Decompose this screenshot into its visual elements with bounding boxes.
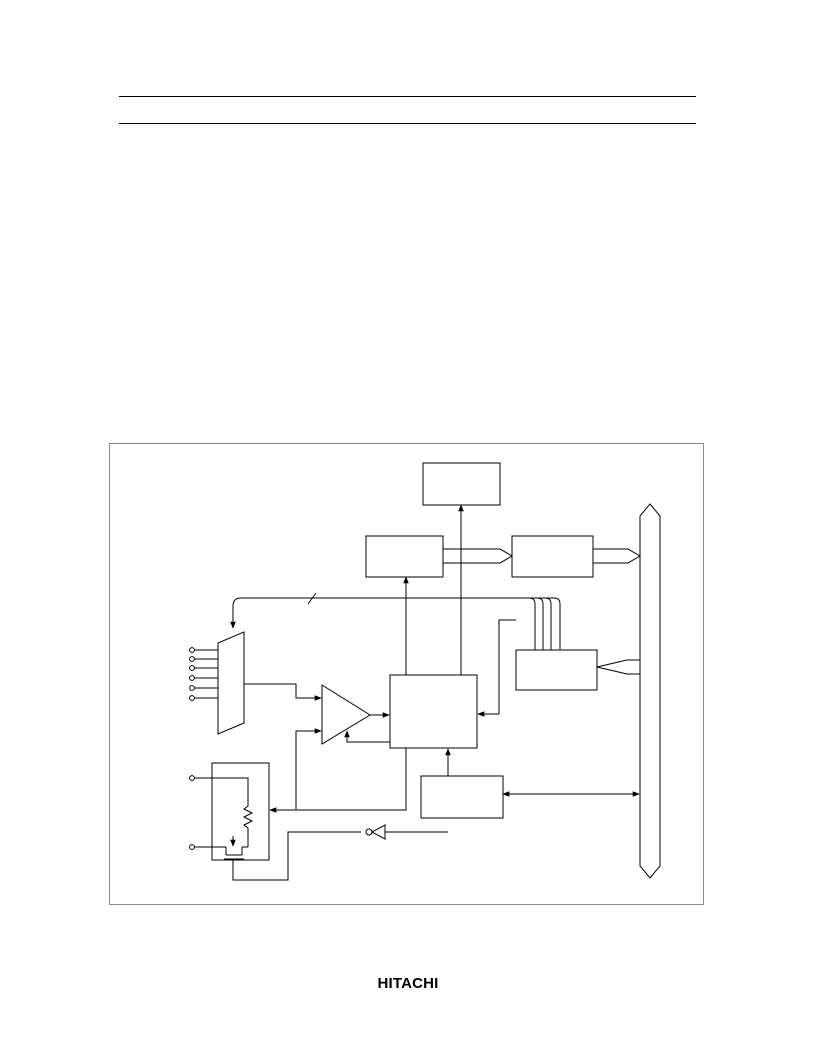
internal-bus [639, 503, 661, 879]
ref-line-top [194, 777, 249, 796]
block-register-right [511, 535, 594, 578]
header-rule-top [119, 96, 696, 97]
block-control-circuit [389, 674, 478, 749]
bus-arrow-bus-to-control [596, 659, 640, 675]
select-line-2-corner [544, 597, 552, 605]
line-control-to-ladder [269, 748, 407, 813]
bus-arrow-reg-right-to-bus [593, 548, 641, 564]
reference-ladder-box [211, 762, 270, 861]
block-bus-interface [420, 775, 504, 819]
inverter-bubble [365, 828, 373, 836]
reference-switch [224, 831, 361, 881]
select-line-3-corner [536, 597, 544, 605]
bus-arrow-reg-left-to-right [443, 548, 513, 564]
line-control-to-comparator [344, 730, 390, 743]
hitachi-logo: HITACHI [377, 975, 439, 992]
figure-frame [109, 443, 704, 905]
select-line-4-corner [528, 597, 536, 605]
block-register-left [365, 535, 444, 578]
analog-input-terminals [189, 647, 218, 701]
comparator [321, 684, 371, 745]
line-control-register-to-control [477, 619, 516, 717]
analog-multiplexer [217, 631, 245, 735]
channel-select-bus [230, 597, 561, 650]
inverter [370, 824, 386, 840]
resistor-ladder [242, 796, 254, 840]
block-top [422, 462, 501, 506]
line-mux-to-comparator [244, 683, 322, 701]
block-control-register [515, 649, 598, 691]
bus-width-slash [307, 592, 317, 605]
ref-terminal-top [189, 775, 195, 781]
ref-terminal-bottom [189, 844, 195, 850]
line-ladder-to-comparator [295, 728, 322, 790]
header-rule-bottom [119, 123, 696, 124]
